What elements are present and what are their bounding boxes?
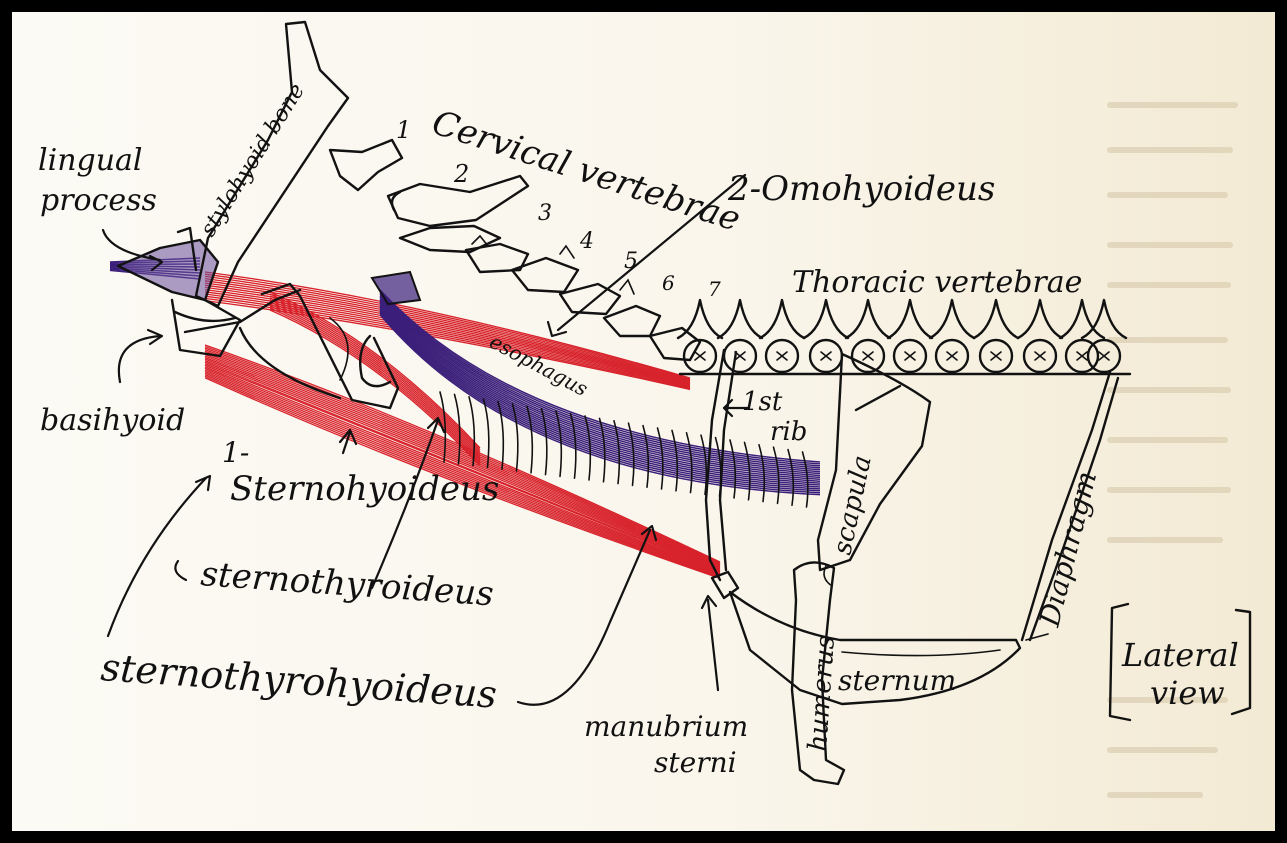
thoracic-vertebrae bbox=[678, 300, 1130, 374]
label-sterni: sterni bbox=[654, 746, 737, 779]
label-manubrium: manubrium bbox=[584, 710, 748, 743]
label-sternothyrohyoideus: sternothyrohyoideus bbox=[99, 645, 498, 717]
label-process: process bbox=[40, 183, 157, 218]
arrow-manubrium bbox=[708, 600, 718, 690]
spinous-process bbox=[1018, 300, 1062, 338]
label-c2: 2 bbox=[453, 160, 469, 188]
label-sternum: sternum bbox=[838, 664, 956, 697]
spinous-process bbox=[846, 300, 890, 338]
thoracic-vertebra bbox=[1060, 300, 1104, 372]
thoracic-vertebra bbox=[888, 300, 932, 372]
vertebral-mark bbox=[821, 352, 831, 360]
spinous-process bbox=[974, 300, 1018, 338]
spinous-process bbox=[888, 300, 932, 338]
vertebral-mark bbox=[905, 352, 915, 360]
thoracic-vertebra bbox=[846, 300, 890, 372]
label-basihyoid: basihyoid bbox=[40, 403, 185, 438]
spinous-process bbox=[718, 300, 762, 338]
vertebral-mark bbox=[777, 352, 787, 360]
spinous-process bbox=[804, 300, 848, 338]
label-first-rib-1: 1st bbox=[742, 387, 783, 417]
vertebral-mark bbox=[863, 352, 873, 360]
sternothyrohyoid-strand bbox=[205, 362, 720, 570]
arrow-sternothyrohyoideus bbox=[518, 530, 650, 705]
thoracic-vertebra bbox=[760, 300, 804, 372]
thoracic-vertebra bbox=[1018, 300, 1062, 372]
vertebral-mark bbox=[695, 352, 705, 360]
spinous-process bbox=[930, 300, 974, 338]
rib bbox=[513, 404, 518, 471]
spinous-process bbox=[678, 300, 722, 338]
rib bbox=[759, 445, 764, 502]
thoracic-vertebra bbox=[718, 300, 762, 372]
paper-sheet: lingual process stylohyoid bone Cervical… bbox=[12, 12, 1275, 831]
spinous-process bbox=[760, 300, 804, 338]
arrow-basihyoid bbox=[119, 336, 160, 382]
label-diaphragm: Diaphragm bbox=[1033, 468, 1104, 631]
label-lateral: Lateral bbox=[1121, 636, 1239, 674]
vertebral-mark bbox=[1099, 352, 1109, 360]
label-c7: 7 bbox=[708, 277, 721, 301]
vertebral-mark bbox=[1035, 352, 1045, 360]
label-thoracic-vertebrae: Thoracic vertebrae bbox=[792, 265, 1082, 300]
label-lingual: lingual bbox=[38, 143, 143, 178]
label-first-rib-2: rib bbox=[770, 417, 807, 447]
label-c4: 4 bbox=[579, 229, 594, 254]
label-sternohyoideus-num: 1- bbox=[222, 436, 249, 469]
label-omohyoideus: 2-Omohyoideus bbox=[727, 169, 995, 209]
vertebral-mark bbox=[947, 352, 957, 360]
label-sternothyroideus: sternothyroideus bbox=[199, 554, 495, 614]
label-c5: 5 bbox=[624, 249, 638, 274]
label-stylohyoid-bone: stylohyoid bone bbox=[196, 79, 310, 241]
label-humerus: humerus bbox=[803, 635, 841, 753]
vertebral-mark bbox=[991, 352, 1001, 360]
esophagus-end bbox=[372, 272, 420, 304]
label-view: view bbox=[1150, 674, 1225, 712]
anatomy-diagram: lingual process stylohyoid bone Cervical… bbox=[12, 12, 1275, 831]
thoracic-vertebra bbox=[930, 300, 974, 372]
label-c1: 1 bbox=[396, 116, 411, 144]
label-sternohyoideus: Sternohyoideus bbox=[230, 469, 499, 509]
thoracic-vertebra bbox=[678, 300, 722, 372]
arrow-sternothyroideus bbox=[175, 561, 186, 580]
label-c3: 3 bbox=[538, 201, 552, 226]
diagram-labels: lingual process stylohyoid bone Cervical… bbox=[38, 79, 1239, 779]
vertebral-mark bbox=[1077, 352, 1087, 360]
arrow-sternohyoideus-2 bbox=[108, 478, 206, 636]
label-c6: 6 bbox=[662, 271, 675, 295]
thoracic-vertebra bbox=[974, 300, 1018, 372]
thoracic-vertebra bbox=[1082, 300, 1126, 372]
